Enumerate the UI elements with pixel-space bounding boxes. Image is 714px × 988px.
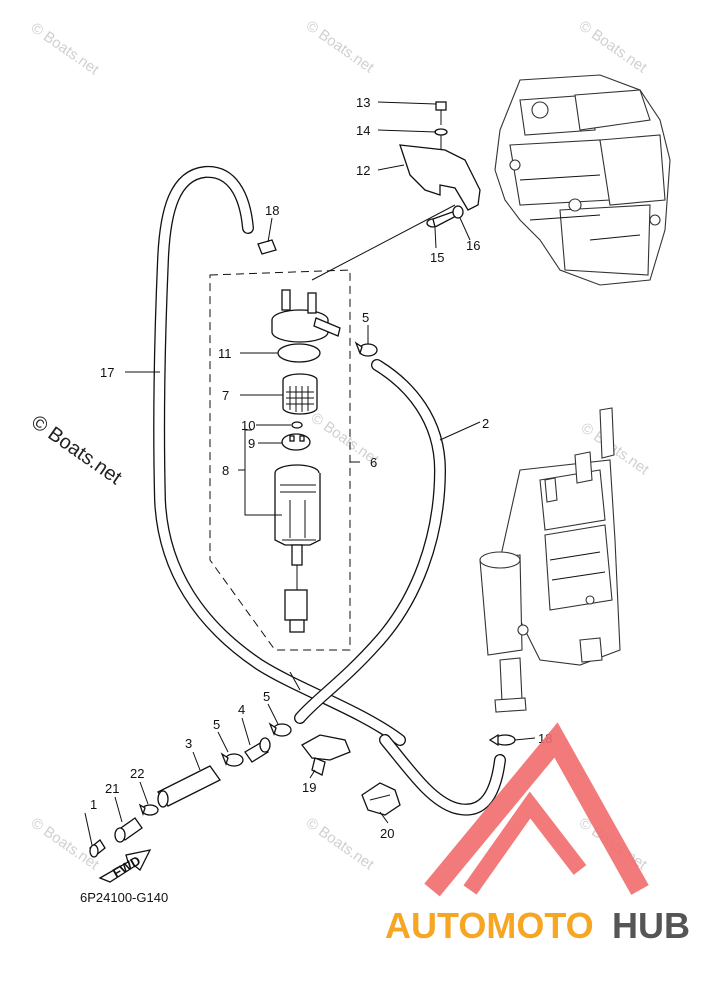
float [281, 433, 311, 451]
clip-18-upper [257, 239, 277, 255]
callout-17: 17 [100, 365, 114, 380]
clip-18-lower [488, 733, 516, 747]
automotohub-logo: AUTOMOTO HUB [385, 722, 690, 946]
callout-4: 4 [238, 702, 245, 717]
watermark: © Boats.net [303, 17, 378, 76]
callout-20: 20 [380, 826, 394, 841]
callout-18: 18 [265, 203, 279, 218]
callout-3: 3 [185, 736, 192, 751]
leader-lines [84, 101, 536, 846]
clip-5-upper [354, 341, 378, 357]
logo-part2: HUB [612, 905, 690, 946]
diagram-code: 6P24100-G140 [80, 890, 168, 905]
clip-5-mid [268, 722, 292, 737]
callout-22: 22 [130, 766, 144, 781]
joint-21 [114, 817, 143, 843]
callout-2: 2 [482, 416, 489, 431]
clip-5-lower [220, 752, 244, 767]
side-watermark: © Boats.net [27, 411, 126, 489]
callout-6: 6 [370, 455, 377, 470]
small-ring [291, 421, 303, 429]
leader-bracket [311, 204, 456, 281]
hose-2 [294, 359, 446, 724]
joint-4 [244, 737, 271, 763]
holder-20 [361, 782, 401, 816]
clip-22 [138, 803, 159, 817]
callout-12: 12 [356, 163, 370, 178]
callout-19: 19 [302, 780, 316, 795]
holder-19 [301, 734, 351, 776]
filter-element [282, 373, 318, 415]
watermark: © Boats.net [28, 19, 103, 78]
callout-11: 11 [218, 346, 232, 361]
washer-16 [452, 205, 464, 219]
hose-3 [157, 765, 221, 808]
watermark: © Boats.net [576, 17, 651, 76]
watermark: © Boats.net [303, 814, 378, 873]
callout-15: 15 [430, 250, 444, 265]
o-ring [277, 343, 321, 363]
callout-8: 8 [222, 463, 229, 478]
callout-5: 5 [362, 310, 369, 325]
vapor-separator-assembly [479, 407, 621, 713]
callout-5: 5 [263, 689, 270, 704]
cap-1 [89, 839, 106, 858]
hose-17 [153, 165, 406, 746]
callout-5: 5 [213, 717, 220, 732]
callout-7: 7 [222, 388, 229, 403]
callout-21: 21 [105, 781, 119, 796]
callout-14: 14 [356, 123, 370, 138]
bracket [399, 101, 481, 211]
callouts: 1 2 3 4 5 5 5 6 7 8 9 10 11 12 13 14 15 … [90, 95, 552, 841]
callout-16: 16 [466, 238, 480, 253]
callout-9: 9 [248, 436, 255, 451]
logo-part1: AUTOMOTO [385, 905, 594, 946]
filter-cup [274, 464, 321, 633]
callout-13: 13 [356, 95, 370, 110]
callout-1: 1 [90, 797, 97, 812]
fwd-arrow-icon: FWD [98, 849, 152, 883]
filter-head [271, 289, 341, 343]
hose-lower [289, 671, 506, 816]
engine-block-upper [494, 74, 671, 286]
callout-10: 10 [241, 418, 255, 433]
